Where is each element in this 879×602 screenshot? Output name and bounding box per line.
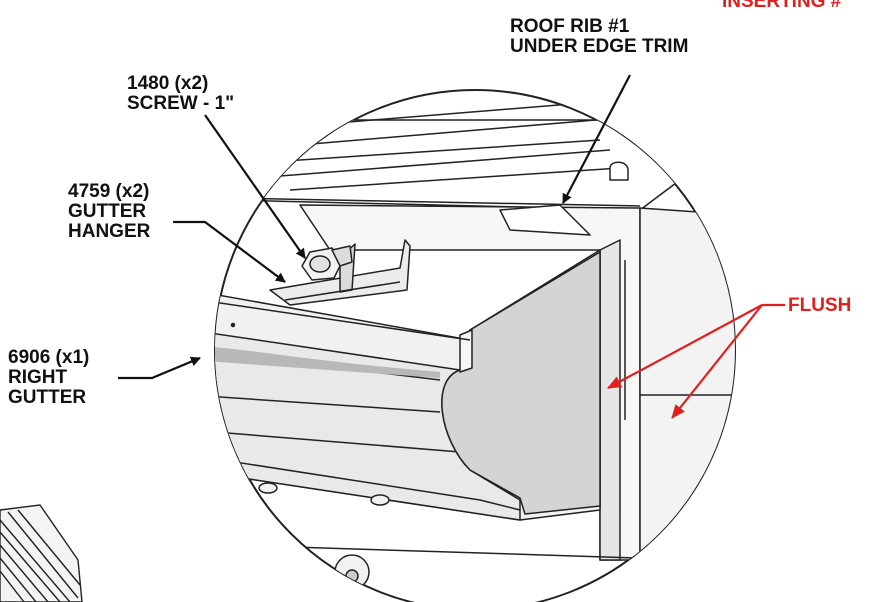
flush-leaders: [607, 303, 785, 419]
detail-circle: [214, 89, 736, 602]
right-gutter-callout: 6906 (x1) RIGHT GUTTER: [8, 348, 89, 408]
leader-roof-rib: [562, 74, 631, 204]
flush-label: FLUSH: [788, 295, 852, 316]
leader-gutter-hanger: [173, 220, 286, 283]
gutter-hanger-line3: HANGER: [68, 221, 151, 242]
screw-line2: SCREW - 1": [127, 93, 235, 114]
right-gutter-line3: GUTTER: [8, 387, 87, 408]
lower-edge-line: [229, 544, 701, 561]
leader-right-gutter: [118, 356, 201, 380]
roof-rib-line2: UNDER EDGE TRIM: [510, 36, 689, 57]
gutter-hanger-callout: 4759 (x2) GUTTER HANGER: [68, 182, 150, 242]
inserting-label: INSERTING #: [722, 0, 842, 12]
roof-rib-callout: ROOF RIB #1 UNDER EDGE TRIM: [510, 17, 688, 57]
leader-lines: [118, 74, 631, 380]
roof-rib-line1: ROOF RIB #1: [510, 16, 630, 37]
screw-callout: 1480 (x2) SCREW - 1": [127, 74, 234, 114]
right-gutter-line1: 6906 (x1): [8, 347, 90, 368]
gutter-hanger-line1: 4759 (x2): [68, 181, 150, 202]
screw: [301, 245, 353, 281]
right-gutter: [215, 249, 601, 521]
leader-screw: [204, 114, 306, 259]
screw-line1: 1480 (x2): [127, 73, 209, 94]
right-gutter-line2: RIGHT: [8, 367, 68, 388]
flush-arrow-lower: [671, 304, 763, 419]
lower-bolt: [334, 554, 370, 590]
flush-callout: FLUSH: [788, 296, 851, 316]
roof-panel-fragment: [0, 504, 83, 602]
gutter-hanger-line2: GUTTER: [68, 201, 147, 222]
flush-arrow-upper: [607, 304, 763, 389]
